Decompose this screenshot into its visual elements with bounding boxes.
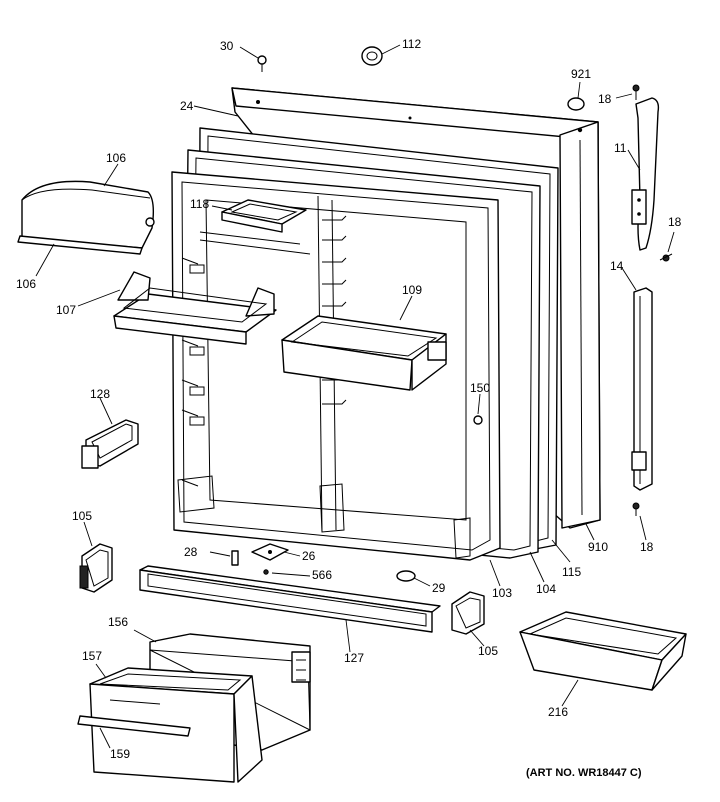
bottom-trim-bar (139, 565, 441, 633)
callout-104: 104 (536, 582, 556, 596)
callout-labels: 30 112 921 18 24 106 11 118 18 14 106 10… (16, 37, 682, 779)
pin-28 (231, 550, 239, 566)
callout-24: 24 (180, 99, 194, 113)
art-number: (ART NO. WR18447 C) (526, 767, 642, 779)
callout-150: 150 (470, 381, 490, 395)
callout-26: 26 (302, 549, 316, 563)
shelf-end-cap-right (451, 591, 485, 635)
callout-128: 128 (90, 387, 110, 401)
bracket-26 (251, 543, 289, 561)
callout-910: 910 (588, 540, 608, 554)
screw-566 (263, 569, 269, 575)
hinge-rail (631, 287, 653, 491)
door-pocket (81, 419, 139, 469)
dairy-shelf (113, 271, 277, 345)
dairy-compartment-door (17, 180, 155, 255)
callout-159: 159 (110, 747, 130, 761)
callout-105-left: 105 (72, 509, 92, 523)
screw-18-bottom (632, 502, 640, 516)
callout-29: 29 (432, 581, 446, 595)
callout-115: 115 (562, 565, 581, 579)
door-shelf-bin (281, 315, 447, 391)
leader-lines (35, 44, 675, 749)
cap-29 (396, 570, 416, 582)
callout-566: 566 (312, 568, 332, 582)
callout-18-mid: 18 (668, 215, 682, 229)
shelf-end-cap-left (79, 543, 113, 593)
door-bin-216 (519, 611, 687, 691)
callout-921: 921 (571, 67, 591, 81)
callout-14: 14 (610, 259, 624, 273)
callout-156: 156 (108, 615, 128, 629)
upper-hinge (631, 97, 660, 251)
callout-118: 118 (190, 197, 209, 211)
callout-157: 157 (82, 649, 102, 663)
callout-28: 28 (184, 545, 198, 559)
callout-18-bottom: 18 (640, 540, 654, 554)
callout-127: 127 (344, 651, 364, 665)
butter-bin (221, 199, 307, 233)
callout-112: 112 (402, 37, 421, 51)
callout-105-right: 105 (478, 644, 498, 658)
callout-103: 103 (492, 586, 512, 600)
screw-30 (257, 55, 267, 72)
plug-921 (567, 97, 585, 111)
callout-216: 216 (548, 705, 568, 719)
callout-11: 11 (614, 141, 627, 155)
callout-106-left: 106 (16, 277, 36, 291)
callout-18-top: 18 (598, 92, 612, 106)
screw-18-top (632, 84, 640, 100)
callout-106-top: 106 (106, 151, 126, 165)
callout-107: 107 (56, 303, 76, 317)
callout-109: 109 (402, 283, 422, 297)
screw-18-mid (659, 253, 673, 262)
screw-150 (473, 415, 483, 425)
crisper-drawer (77, 667, 263, 783)
plug-112 (361, 46, 383, 66)
callout-30: 30 (220, 39, 234, 53)
